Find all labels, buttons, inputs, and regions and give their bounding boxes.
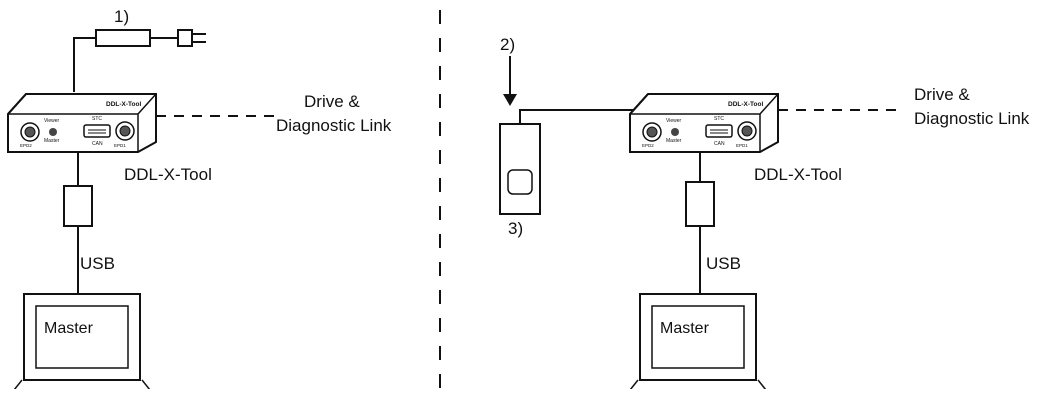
footnote-1-label: 1) — [114, 7, 130, 26]
device-label: DDL-X-Tool — [124, 165, 212, 184]
adapter-cable — [519, 109, 636, 124]
laptop-icon-right — [629, 293, 767, 391]
computer-label: Master — [44, 320, 93, 337]
ddl-device-icon — [7, 93, 157, 153]
usb-label: USB — [80, 254, 115, 273]
ddl-device-icon-right — [629, 93, 779, 153]
footnote-2-label: 2) — [500, 35, 516, 54]
usb-label-right: USB — [706, 254, 741, 273]
link-label-line2: Diagnostic Link — [276, 116, 392, 135]
left-scenario — [7, 29, 278, 391]
link-label-line1-right: Drive & — [914, 85, 970, 104]
power-cable — [73, 37, 96, 92]
usb-connector-icon-right — [685, 181, 715, 227]
computer-label-right: Master — [660, 320, 709, 337]
power-supply-icon — [95, 29, 151, 47]
link-label-line1: Drive & — [304, 92, 360, 111]
usb-connector-icon — [63, 185, 93, 227]
storage-module-icon — [499, 123, 541, 215]
laptop-icon — [13, 293, 151, 391]
device-label-right: DDL-X-Tool — [754, 165, 842, 184]
link-label-line2-right: Diagnostic Link — [914, 109, 1030, 128]
right-scenario — [499, 56, 900, 391]
footnote-3-label: 3) — [508, 219, 524, 238]
arrow-down-icon — [503, 94, 517, 106]
plug-icon — [177, 29, 206, 47]
